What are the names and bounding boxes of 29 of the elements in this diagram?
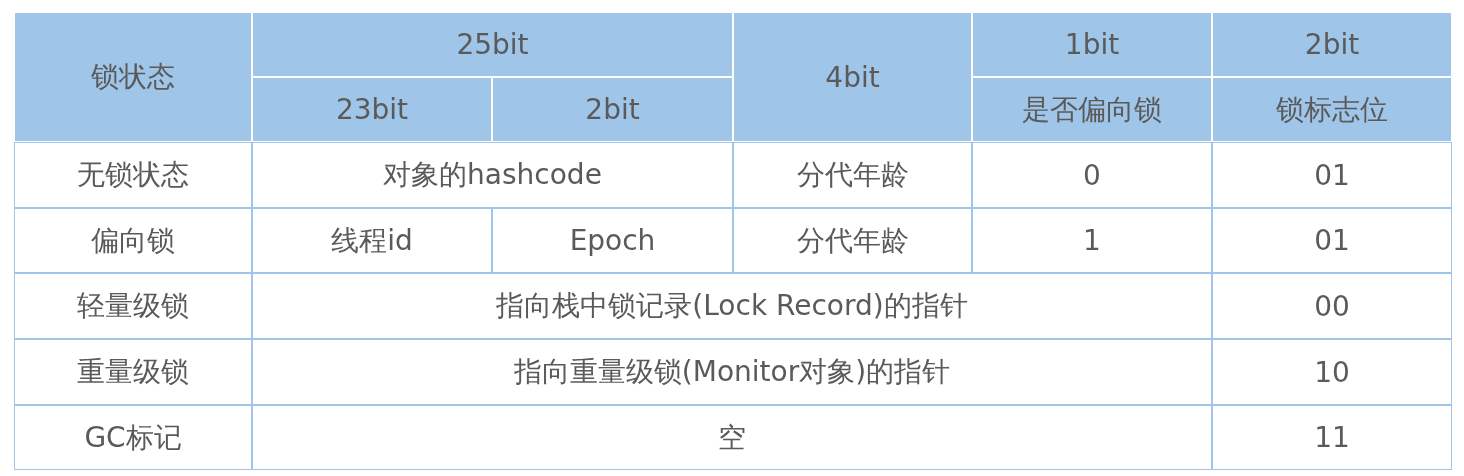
header-cell: 2bit	[492, 77, 733, 142]
table-cell: 00	[1212, 273, 1452, 339]
table-cell: 指向栈中锁记录(Lock Record)的指针	[252, 273, 1212, 339]
table-cell: 10	[1212, 339, 1452, 405]
table-cell: 空	[252, 405, 1212, 470]
table-cell: 无锁状态	[14, 142, 252, 208]
header-cell: 1bit	[972, 12, 1212, 77]
table-cell: 0	[972, 142, 1212, 208]
table-cell: 分代年龄	[733, 142, 972, 208]
header-cell: 23bit	[252, 77, 492, 142]
header-cell: 是否偏向锁	[972, 77, 1212, 142]
table-cell: 01	[1212, 142, 1452, 208]
table-cell: 11	[1212, 405, 1452, 470]
table-cell: 1	[972, 208, 1212, 273]
table-cell: 线程id	[252, 208, 492, 273]
header-cell: 锁状态	[14, 12, 252, 142]
header-cell: 4bit	[733, 12, 972, 142]
table-cell: 轻量级锁	[14, 273, 252, 339]
header-cell: 2bit	[1212, 12, 1452, 77]
table-cell: 分代年龄	[733, 208, 972, 273]
header-cell: 锁标志位	[1212, 77, 1452, 142]
table-cell: Epoch	[492, 208, 733, 273]
header-cell: 25bit	[252, 12, 733, 77]
table-cell: 重量级锁	[14, 339, 252, 405]
table-cell: GC标记	[14, 405, 252, 470]
table-cell: 01	[1212, 208, 1452, 273]
table-cell: 偏向锁	[14, 208, 252, 273]
table-cell: 指向重量级锁(Monitor对象)的指针	[252, 339, 1212, 405]
table-cell: 对象的hashcode	[252, 142, 733, 208]
